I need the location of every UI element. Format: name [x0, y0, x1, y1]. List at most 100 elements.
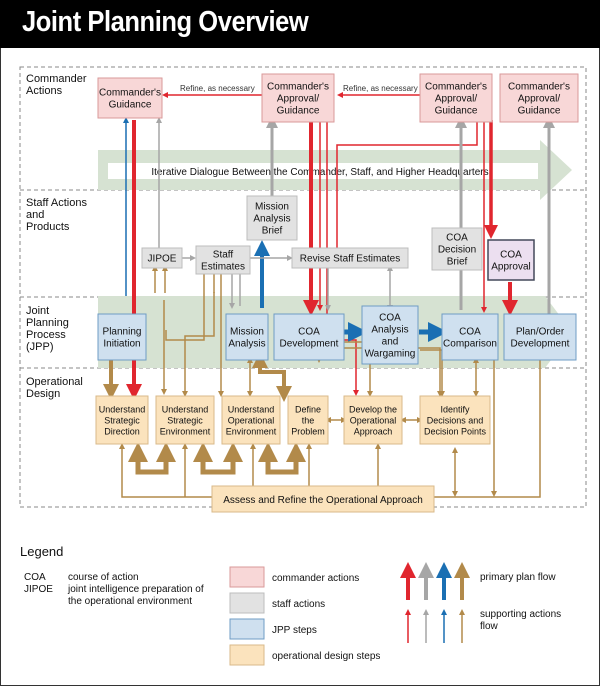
assess-refine-label: Assess and Refine the Operational Approa…	[223, 495, 423, 506]
design-step-1-label: Direction	[104, 427, 140, 437]
commander-box-2-label: Approval/	[277, 94, 319, 105]
assess-feedback-flow	[119, 443, 212, 498]
legend-supporting-flow-label: supporting actions	[480, 609, 561, 620]
design-step-1-label: Understand	[99, 405, 146, 415]
commander-box-3-label: Commander's	[425, 82, 487, 93]
assess-refine-box-shape	[211, 485, 435, 513]
refine-label: Refine, as necessary	[343, 84, 418, 93]
staff-box-jipoe-label: JIPOE	[148, 254, 177, 265]
jpp-step-2-label: Analysis	[228, 339, 265, 350]
jpp-step-6-label: Plan/Order	[516, 327, 565, 338]
jpp-step-6-shape	[503, 313, 577, 361]
commander-box-2-shape	[261, 73, 335, 123]
primary-tan-loop	[193, 442, 243, 475]
commander-box-1-label: Commander's	[99, 88, 161, 99]
legend-swatch-label: operational design steps	[272, 651, 380, 662]
lane-label-operational-design: Design	[26, 388, 60, 400]
staff-box-coa-decision-brief-label: Decision	[438, 245, 476, 256]
lane-label-jpp: (JPP)	[26, 341, 54, 353]
staff-box-coa-decision-brief-label: Brief	[447, 257, 468, 268]
staff-box-coa-decision-brief-label: COA	[446, 233, 468, 244]
jpp-step-6-label: Development	[511, 339, 570, 350]
assess-refine-box: Assess and Refine the Operational Approa…	[211, 485, 435, 513]
dialogue-banner-inner	[108, 163, 538, 179]
commander-box-3-shape	[419, 73, 493, 123]
staff-box-coa-decision-brief-shape	[431, 227, 483, 271]
legend-supporting-flow-label: flow	[480, 621, 499, 632]
legend-abbrev-definition: the operational environment	[68, 596, 192, 607]
staff-box-coa-approval-label: Approval	[491, 262, 530, 273]
staff-box-coa-approval-shape	[487, 239, 535, 281]
design-step-4-shape	[287, 395, 329, 445]
design-step-3-shape	[221, 395, 281, 445]
design-step-3-label: Environment	[226, 427, 277, 437]
commander-box-1-label: Guidance	[109, 100, 152, 111]
commander-box-4-label: Commander's	[508, 82, 570, 93]
legend-swatch-label: JPP steps	[272, 625, 317, 636]
legend-swatch	[229, 618, 265, 640]
lane-label-commander-actions: Commander	[26, 73, 87, 85]
primary-tan-loop	[258, 442, 306, 475]
jpp-step-4-shape	[361, 305, 419, 365]
design-step-5-label: Develop the	[349, 405, 397, 415]
legend-swatch-label: commander actions	[272, 573, 359, 584]
commander-box-4-shape	[499, 73, 579, 123]
design-step-4-label: the	[302, 416, 315, 426]
title-bar: Joint Planning Overview	[0, 0, 600, 48]
design-step-2-shape	[155, 395, 215, 445]
staff-box-mission-analysis-brief-label: Mission	[255, 202, 289, 213]
jpp-step-5-label: COA	[459, 327, 481, 338]
legend-abbrev-definition: course of action	[68, 572, 139, 583]
jpp-step-5-shape	[441, 313, 499, 361]
lane-label-staff-actions: and	[26, 209, 44, 221]
jpp-step-2-label: Mission	[230, 327, 264, 338]
supporting-red-flow	[334, 120, 478, 256]
legend-swatch	[229, 566, 265, 588]
jpp-step-3-label: COA	[298, 327, 320, 338]
jpp-step-4-label: Wargaming	[365, 349, 416, 360]
legend-abbrev-term: COA	[24, 572, 46, 583]
design-step-6-shape	[419, 395, 491, 445]
commander-box-1-shape	[97, 77, 163, 119]
boxes: Commander'sGuidanceCommander'sApproval/G…	[95, 73, 579, 513]
lane-label-commander-actions: Actions	[26, 85, 63, 97]
legend-abbrev-term: JIPOE	[24, 584, 53, 595]
commander-box-4-label: Approval/	[518, 94, 560, 105]
lane-label-jpp: Joint	[26, 305, 49, 317]
staff-box-jipoe-shape	[141, 247, 183, 269]
legend-title: Legend	[20, 544, 63, 559]
lane-label-staff-actions: Products	[26, 221, 70, 233]
design-step-5-shape	[343, 395, 403, 445]
commander-box-4-label: Guidance	[518, 106, 561, 117]
staff-box-revise-staff-estimates-label: Revise Staff Estimates	[300, 254, 400, 265]
jpp-step-3-shape	[273, 313, 345, 361]
jpp-step-1-label: Initiation	[103, 339, 140, 350]
staff-box-staff-estimates-shape	[195, 245, 251, 275]
design-step-1-label: Strategic	[104, 416, 140, 426]
design-step-4-label: Problem	[291, 427, 325, 437]
staff-box-staff-estimates-label: Estimates	[201, 262, 245, 273]
design-step-6-label: Decisions and	[427, 416, 484, 426]
commander-box-2-label: Commander's	[267, 82, 329, 93]
design-step-2-label: Understand	[162, 405, 209, 415]
refine-label: Refine, as necessary	[180, 84, 255, 93]
jpp-step-5-label: Comparison	[443, 339, 497, 350]
primary-tan-loop	[128, 442, 176, 475]
jpp-step-4-label: and	[382, 337, 399, 348]
primary-tan-flow	[252, 352, 292, 402]
design-step-3-label: Operational	[228, 416, 275, 426]
